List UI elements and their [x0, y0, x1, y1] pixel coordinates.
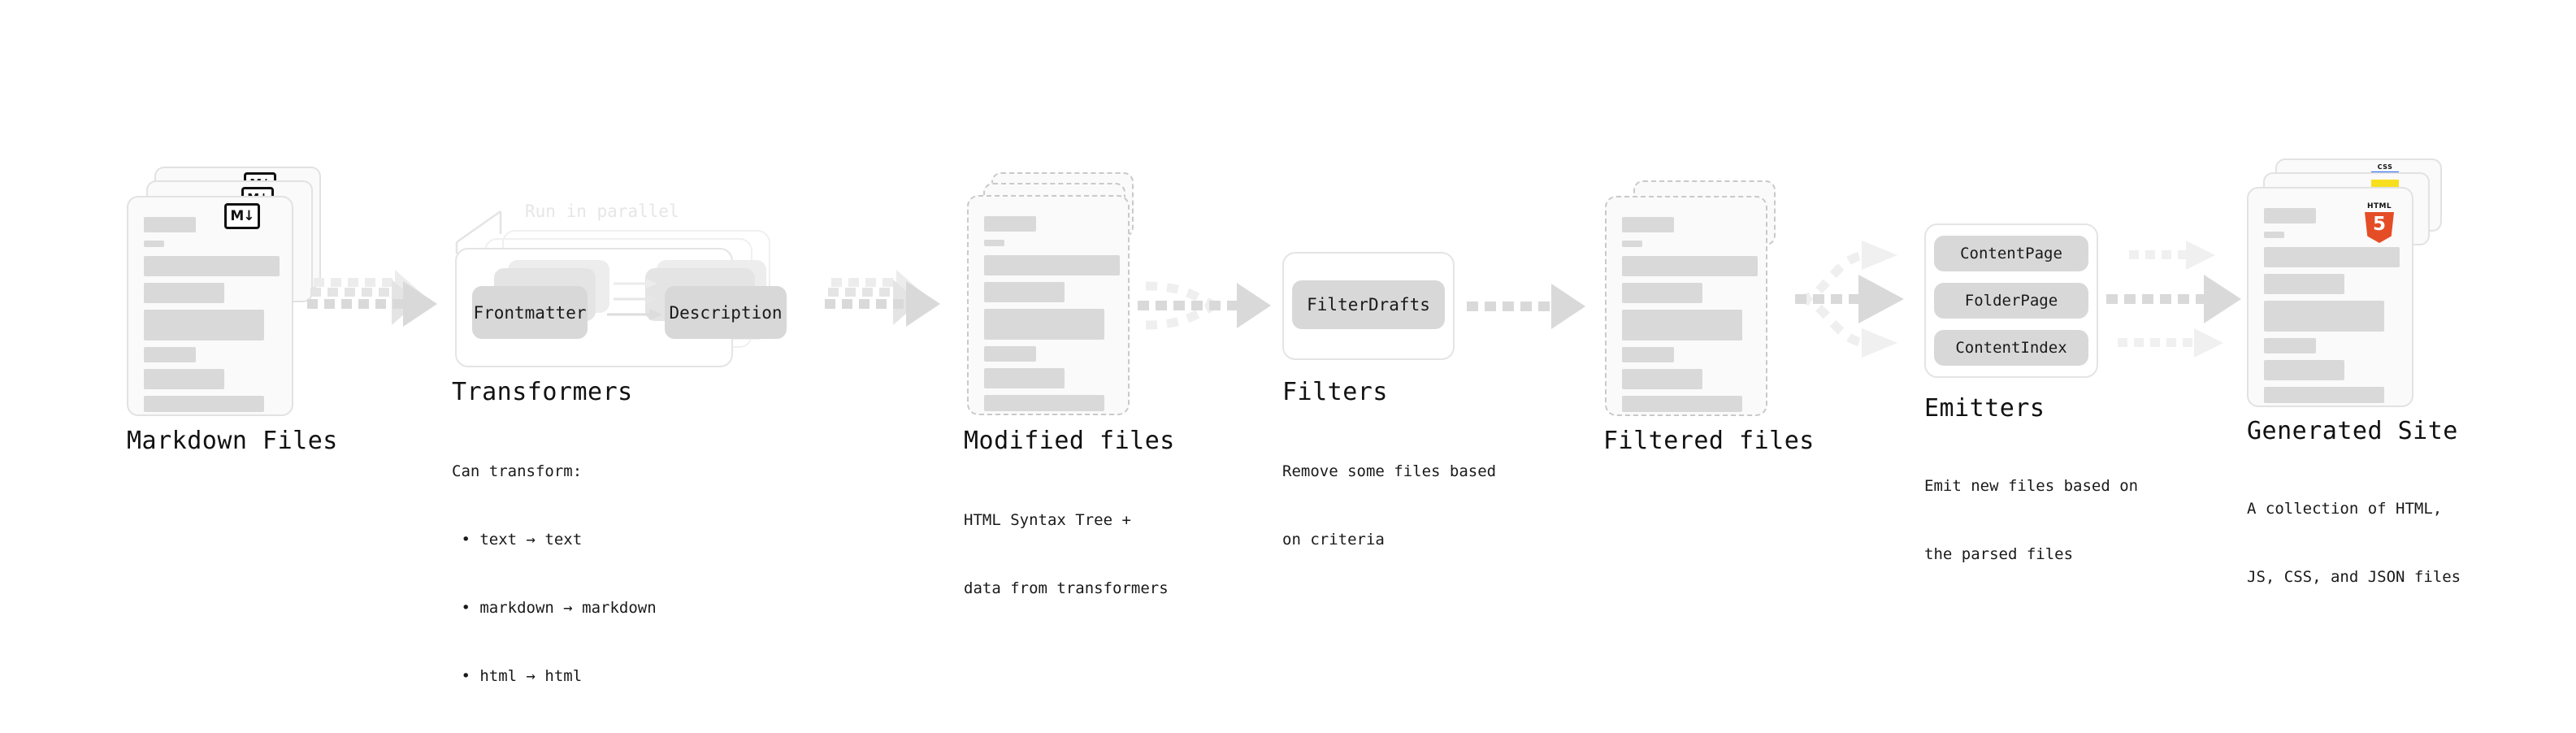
- stage-title-filters: Filters: [1282, 378, 1388, 406]
- html5-icon-shield: [2365, 212, 2394, 243]
- filters-desc-line: on criteria: [1282, 531, 1385, 549]
- html5-icon-label: HTML: [2367, 202, 2392, 210]
- skeleton-bar: [984, 255, 1120, 275]
- skeleton-bar: [144, 283, 224, 303]
- arrow-transformers-to-modified: [825, 270, 940, 327]
- skeleton-bar: [1622, 369, 1702, 389]
- skeleton-bar: [144, 347, 196, 362]
- stage-title-emitters: Emitters: [1924, 394, 2045, 423]
- generated-site-desc-line: JS, CSS, and JSON files: [2247, 568, 2461, 586]
- run-in-parallel-bracket: [455, 210, 502, 254]
- stage-title-modified-files: Modified files: [964, 427, 1175, 455]
- arrow-markdown-to-transformers: [307, 270, 437, 327]
- stage-title-markdown-files: Markdown Files: [127, 427, 338, 455]
- css-icon-label: CSS: [2377, 163, 2393, 171]
- modified-files-desc-line: data from transformers: [964, 579, 1169, 597]
- skeleton-bar: [984, 395, 1104, 411]
- transformer-inner-arrows: [607, 279, 662, 320]
- transformer-chip-frontmatter[interactable]: Frontmatter: [472, 286, 588, 339]
- skeleton-bar: [2264, 208, 2316, 223]
- skeleton-bar: [984, 240, 1004, 246]
- run-in-parallel-label: Run in parallel: [525, 202, 679, 221]
- stage-title-transformers: Transformers: [452, 378, 633, 406]
- skeleton-bar: [1622, 347, 1674, 362]
- skeleton-bar: [2264, 387, 2384, 403]
- arrow-filters-to-filtered: [1467, 284, 1585, 329]
- skeleton-bar: [144, 310, 264, 340]
- skeleton-bar: [1622, 256, 1758, 276]
- filter-chip-filterdrafts[interactable]: FilterDrafts: [1292, 280, 1445, 329]
- transformers-desc-line: Can transform:: [452, 462, 583, 480]
- skeleton-bar: [2264, 247, 2400, 267]
- emitter-chip-contentpage[interactable]: ContentPage: [1934, 236, 2088, 271]
- emitter-chip-contentindex[interactable]: ContentIndex: [1934, 330, 2088, 366]
- skeleton-bar: [2264, 274, 2344, 294]
- emitters-desc-line: Emit new files based on: [1924, 477, 2139, 495]
- modified-files-desc: HTML Syntax Tree + data from transformer…: [964, 463, 1169, 645]
- arrow-filtered-to-emitters: [1795, 241, 1904, 358]
- transformers-desc-line: • html → html: [452, 667, 583, 685]
- html5-icon: HTML: [2363, 202, 2396, 243]
- transformers-desc-line: • markdown → markdown: [452, 599, 657, 617]
- transformer-chip-description[interactable]: Description: [665, 286, 787, 339]
- filtered-file-card-front: [1605, 196, 1767, 416]
- emitters-desc-line: the parsed files: [1924, 545, 2074, 563]
- filters-desc: Remove some files based on criteria: [1282, 414, 1496, 596]
- filters-desc-line: Remove some files based: [1282, 462, 1497, 480]
- emitters-desc: Emit new files based on the parsed files: [1924, 429, 2138, 611]
- modified-file-card-front: [967, 195, 1130, 415]
- skeleton-bar: [2264, 360, 2344, 380]
- skeleton-bar: [1622, 310, 1742, 340]
- skeleton-bar: [2264, 301, 2384, 332]
- skeleton-bar: [984, 346, 1036, 362]
- markdown-file-card-front: [127, 196, 293, 416]
- skeleton-bar: [144, 256, 280, 276]
- skeleton-bar: [1622, 396, 1742, 412]
- skeleton-bar: [144, 369, 224, 389]
- skeleton-bar: [1622, 217, 1674, 232]
- arrow-modified-to-filters: [1138, 281, 1271, 330]
- skeleton-bar: [144, 217, 196, 232]
- skeleton-bar: [2264, 232, 2284, 238]
- markdown-icon-front: M↓: [224, 203, 260, 229]
- arrow-emitters-to-site: [2106, 241, 2241, 358]
- stage-title-generated-site: Generated Site: [2247, 417, 2458, 445]
- skeleton-bar: [1622, 241, 1642, 247]
- pipeline-diagram: M↓ M↓ M↓ Markdown Files: [0, 0, 2576, 681]
- transformers-desc-line: • text → text: [452, 531, 583, 549]
- skeleton-bar: [1622, 283, 1702, 303]
- skeleton-bar: [144, 396, 264, 412]
- emitter-chip-folderpage[interactable]: FolderPage: [1934, 283, 2088, 319]
- generated-site-desc-line: A collection of HTML,: [2247, 500, 2443, 518]
- generated-site-desc: A collection of HTML, JS, CSS, and JSON …: [2247, 452, 2461, 634]
- modified-files-desc-line: HTML Syntax Tree +: [964, 511, 1131, 529]
- skeleton-bar: [984, 282, 1065, 302]
- stage-title-filtered-files: Filtered files: [1603, 427, 1815, 455]
- skeleton-bar: [984, 368, 1065, 388]
- transformers-desc: Can transform: • text → text • markdown …: [452, 414, 657, 733]
- skeleton-bar: [984, 309, 1104, 340]
- generated-site-stack: CSS HTML: [0, 0, 2576, 407]
- skeleton-bar: [144, 241, 164, 247]
- skeleton-bar: [984, 216, 1036, 232]
- skeleton-bar: [2264, 338, 2316, 353]
